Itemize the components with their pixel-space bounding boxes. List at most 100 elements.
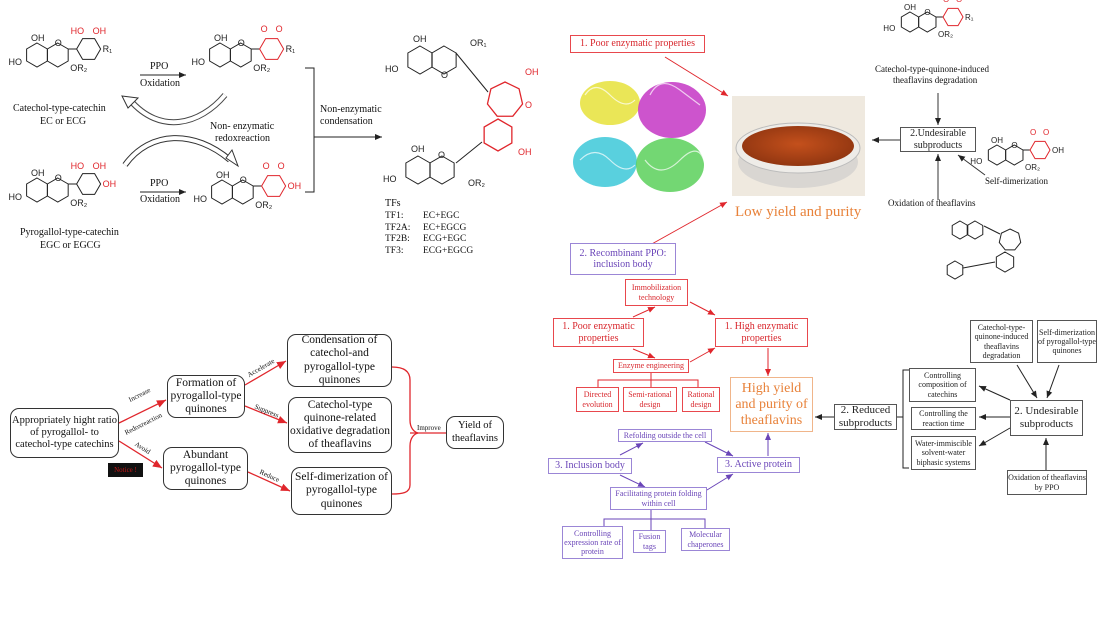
- atom-label: O: [278, 161, 285, 171]
- atom-label: O: [55, 173, 62, 183]
- atom-label: O: [240, 175, 247, 185]
- enzyme-engineering-box: Enzyme engineering: [613, 359, 689, 373]
- biphasic-box: Water-immiscible solvent-water biphasic …: [911, 436, 976, 470]
- controlling-expression-box: Controlling expression rate of protein: [562, 526, 623, 559]
- degradation-box: Catechol-type quinone-related oxidative …: [288, 397, 392, 453]
- poor-enzymatic-box-2: 1. Poor enzymatic properties: [553, 318, 644, 347]
- oxidation-tf-caption: Oxidation of theaflavins: [888, 198, 976, 208]
- condensation-label-1: Non-enzymatic: [320, 104, 382, 115]
- rational-design-box: Rational design: [682, 387, 720, 412]
- atom-label: OR₂: [70, 198, 88, 208]
- tfs-list: TF1:EC+EGC TF2A:EC+EGCG TF2B:ECG+EGC TF3…: [385, 211, 473, 257]
- inclusion-body-box: 3. Inclusion body: [548, 458, 632, 474]
- tf-row: TF3:ECG+EGCG: [385, 245, 474, 256]
- atom-label: OH: [93, 161, 107, 171]
- improve-bracket: [391, 366, 419, 495]
- yield-box: Yield of theaflavins: [446, 416, 504, 449]
- atom-label: HO: [383, 174, 397, 184]
- atom-label: HO: [71, 26, 85, 36]
- atom-label: HO: [9, 192, 23, 202]
- atom-label: HO: [970, 157, 982, 166]
- atom-label: O: [1030, 128, 1036, 137]
- tf-row: TF2B:ECG+EGC: [385, 234, 467, 244]
- composition-box: Controlling composition of catechins: [909, 368, 976, 402]
- atom-label: OR₂: [255, 200, 273, 210]
- undesirable-box-top: 2.Undesirable subproducts: [900, 127, 976, 152]
- high-enzymatic-box: 1. High enzymatic properties: [715, 318, 808, 347]
- atom-label: HO: [883, 24, 895, 33]
- atom-label: HO: [9, 57, 23, 67]
- atom-label: OH: [31, 33, 45, 43]
- refolding-box: Refolding outside the cell: [618, 429, 712, 442]
- oxidation-label-top: Oxidation: [140, 78, 180, 89]
- atom-label: O: [441, 70, 448, 80]
- poor-enzymatic-box: 1. Poor enzymatic properties: [570, 35, 705, 53]
- atom-label: O: [261, 24, 268, 34]
- oxidation-label-bottom: Oxidation: [140, 194, 180, 205]
- atom-label: O: [263, 161, 270, 171]
- atom-label: OR₂: [468, 178, 486, 188]
- catechol-degradation-box: Catechol-type-quinone-induced theaflavin…: [970, 320, 1033, 363]
- atom-label: OR₂: [70, 63, 88, 73]
- tf-row: TF1:EC+EGC: [385, 211, 460, 221]
- molecular-chaperones-box: Molecular chaperones: [681, 528, 730, 551]
- undesirable-subproducts-box: 2. Undesirable subproducts: [1010, 400, 1083, 436]
- fusion-tags-box: Fusion tags: [633, 530, 666, 553]
- atom-label: OH: [991, 136, 1003, 145]
- atom-label: OH: [93, 26, 107, 36]
- catechol-catechin-label: Catechol-type-catechin: [13, 103, 106, 114]
- notice-badge: Notice !: [108, 463, 143, 477]
- atom-label: O: [55, 38, 62, 48]
- low-yield-label: Low yield and purity: [735, 204, 862, 220]
- redox-label-1: Non- enzymatic: [210, 121, 275, 132]
- atom-label: OR₁: [470, 38, 487, 48]
- selfdim-box-2: Self-dimerization of pyrogallol-type qui…: [1037, 320, 1097, 363]
- atom-label: OH: [1052, 146, 1064, 155]
- atom-label: OH: [31, 168, 45, 178]
- high-yield-box: High yield and purity of theaflavins: [730, 377, 813, 432]
- reaction-time-box: Controlling the reaction time: [911, 407, 976, 430]
- atom-label: O: [238, 38, 245, 48]
- atom-label: HO: [194, 194, 208, 204]
- ratio-box: Appropriately hight ratio of pyrogallol-…: [10, 408, 119, 458]
- abundant-box: Abundant pyrogallol-type quinones: [163, 447, 248, 490]
- ppo-label-top: PPO: [150, 61, 169, 72]
- reduced-subproducts-box: 2. Reduced subproducts: [834, 404, 897, 430]
- formation-box: Formation of pyrogallol-type quinones: [167, 375, 245, 418]
- tf-row: TF2A:EC+EGCG: [385, 222, 467, 233]
- atom-label: HO: [192, 57, 206, 67]
- improve-label: Improve: [417, 424, 441, 432]
- atom-label: OH: [413, 34, 427, 44]
- atom-label: O: [924, 8, 930, 17]
- atom-label: OH: [525, 67, 539, 77]
- condensation-box: Condensation of catechol-and pyrogallol-…: [287, 334, 392, 387]
- atom-label: O: [1011, 141, 1017, 150]
- atom-label: O: [943, 0, 949, 4]
- atom-label: HO: [385, 64, 399, 74]
- active-protein-box: 3. Active protein: [717, 457, 800, 473]
- atom-label: OR₂: [938, 30, 953, 39]
- condensation-label-2: condensation: [320, 116, 373, 127]
- atom-label: R₁: [286, 44, 296, 54]
- atom-label: O: [1043, 128, 1049, 137]
- immobilization-box: Immobilization technology: [625, 279, 688, 306]
- atom-label: OH: [518, 147, 532, 157]
- theaflavin-powder-image: [732, 96, 865, 196]
- atom-label: OH: [904, 3, 916, 12]
- atom-label: OH: [103, 179, 117, 189]
- ppo-label-bottom: PPO: [150, 178, 169, 189]
- atom-label: OH: [288, 181, 302, 191]
- self-dimerization-caption: Self-dimerization: [985, 176, 1048, 186]
- semi-rational-box: Semi-rational design: [623, 387, 677, 412]
- pyrogallol-catechin-sub: EGC or EGCG: [40, 240, 101, 251]
- recombinant-ppo-box: 2. Recombinant PPO:inclusion body: [570, 243, 676, 275]
- pyrogallol-catechin-label: Pyrogallol-type-catechin: [20, 227, 119, 238]
- ppo-protein-image: [573, 81, 706, 192]
- atom-label: O: [438, 150, 445, 160]
- condensation-bracket: [305, 67, 315, 193]
- catechol-catechin-sub: EC or ECG: [40, 116, 87, 127]
- atom-label: OH: [411, 144, 425, 154]
- atom-label: O: [956, 0, 962, 4]
- directed-evolution-box: Directed evolution: [576, 387, 619, 412]
